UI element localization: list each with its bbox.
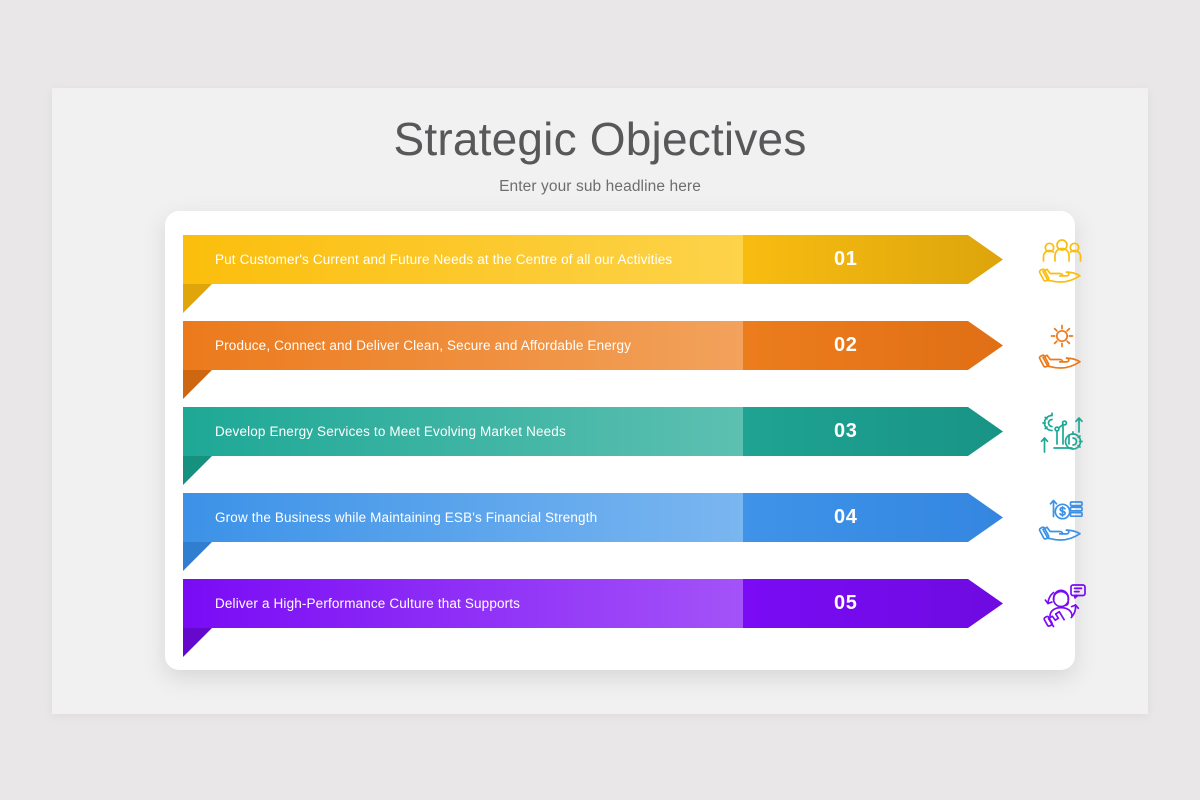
objective-ribbon[interactable]: Develop Energy Services to Meet Evolving… <box>183 407 1003 456</box>
ribbon-fold-tail <box>183 370 212 399</box>
ribbon-fold-tail <box>183 284 212 313</box>
objective-row[interactable]: Produce, Connect and Deliver Clean, Secu… <box>183 321 1081 407</box>
objective-label: Produce, Connect and Deliver Clean, Secu… <box>183 321 743 370</box>
slide-panel: Strategic Objectives Enter your sub head… <box>52 88 1148 714</box>
objective-row[interactable]: Put Customer's Current and Future Needs … <box>183 235 1082 321</box>
objective-row[interactable]: Deliver a High-Performance Culture that … <box>183 579 1086 665</box>
heading-block: Strategic Objectives Enter your sub head… <box>52 113 1148 196</box>
objective-number: 04 <box>743 493 1003 542</box>
objective-ribbon[interactable]: Grow the Business while Maintaining ESB'… <box>183 493 1003 542</box>
customer-support-headset-icon <box>1031 576 1093 634</box>
objective-label: Put Customer's Current and Future Needs … <box>183 235 743 284</box>
objective-number: 05 <box>743 579 1003 628</box>
objective-number: 03 <box>743 407 1003 456</box>
objective-ribbon[interactable]: Put Customer's Current and Future Needs … <box>183 235 1003 284</box>
objectives-list: Put Customer's Current and Future Needs … <box>52 88 1148 714</box>
hand-holding-people-icon <box>1031 232 1093 290</box>
objective-number: 02 <box>743 321 1003 370</box>
page-title: Strategic Objectives <box>393 113 807 165</box>
objective-ribbon[interactable]: Deliver a High-Performance Culture that … <box>183 579 1003 628</box>
hand-holding-money-icon <box>1031 490 1093 548</box>
ribbon-fold-tail <box>183 628 212 657</box>
objective-ribbon[interactable]: Produce, Connect and Deliver Clean, Secu… <box>183 321 1003 370</box>
gears-growth-chart-icon <box>1031 404 1093 462</box>
objective-label: Deliver a High-Performance Culture that … <box>183 579 743 628</box>
objective-label: Grow the Business while Maintaining ESB'… <box>183 493 743 542</box>
hand-holding-gear-icon <box>1031 318 1093 376</box>
ribbon-fold-tail <box>183 542 212 571</box>
ribbon-fold-tail <box>183 456 212 485</box>
objective-number: 01 <box>743 235 1003 284</box>
objective-row[interactable]: Grow the Business while Maintaining ESB'… <box>183 493 1083 579</box>
objective-row[interactable]: Develop Energy Services to Meet Evolving… <box>183 407 1083 493</box>
page-subtitle: Enter your sub headline here <box>499 177 701 195</box>
objective-label: Develop Energy Services to Meet Evolving… <box>183 407 743 456</box>
